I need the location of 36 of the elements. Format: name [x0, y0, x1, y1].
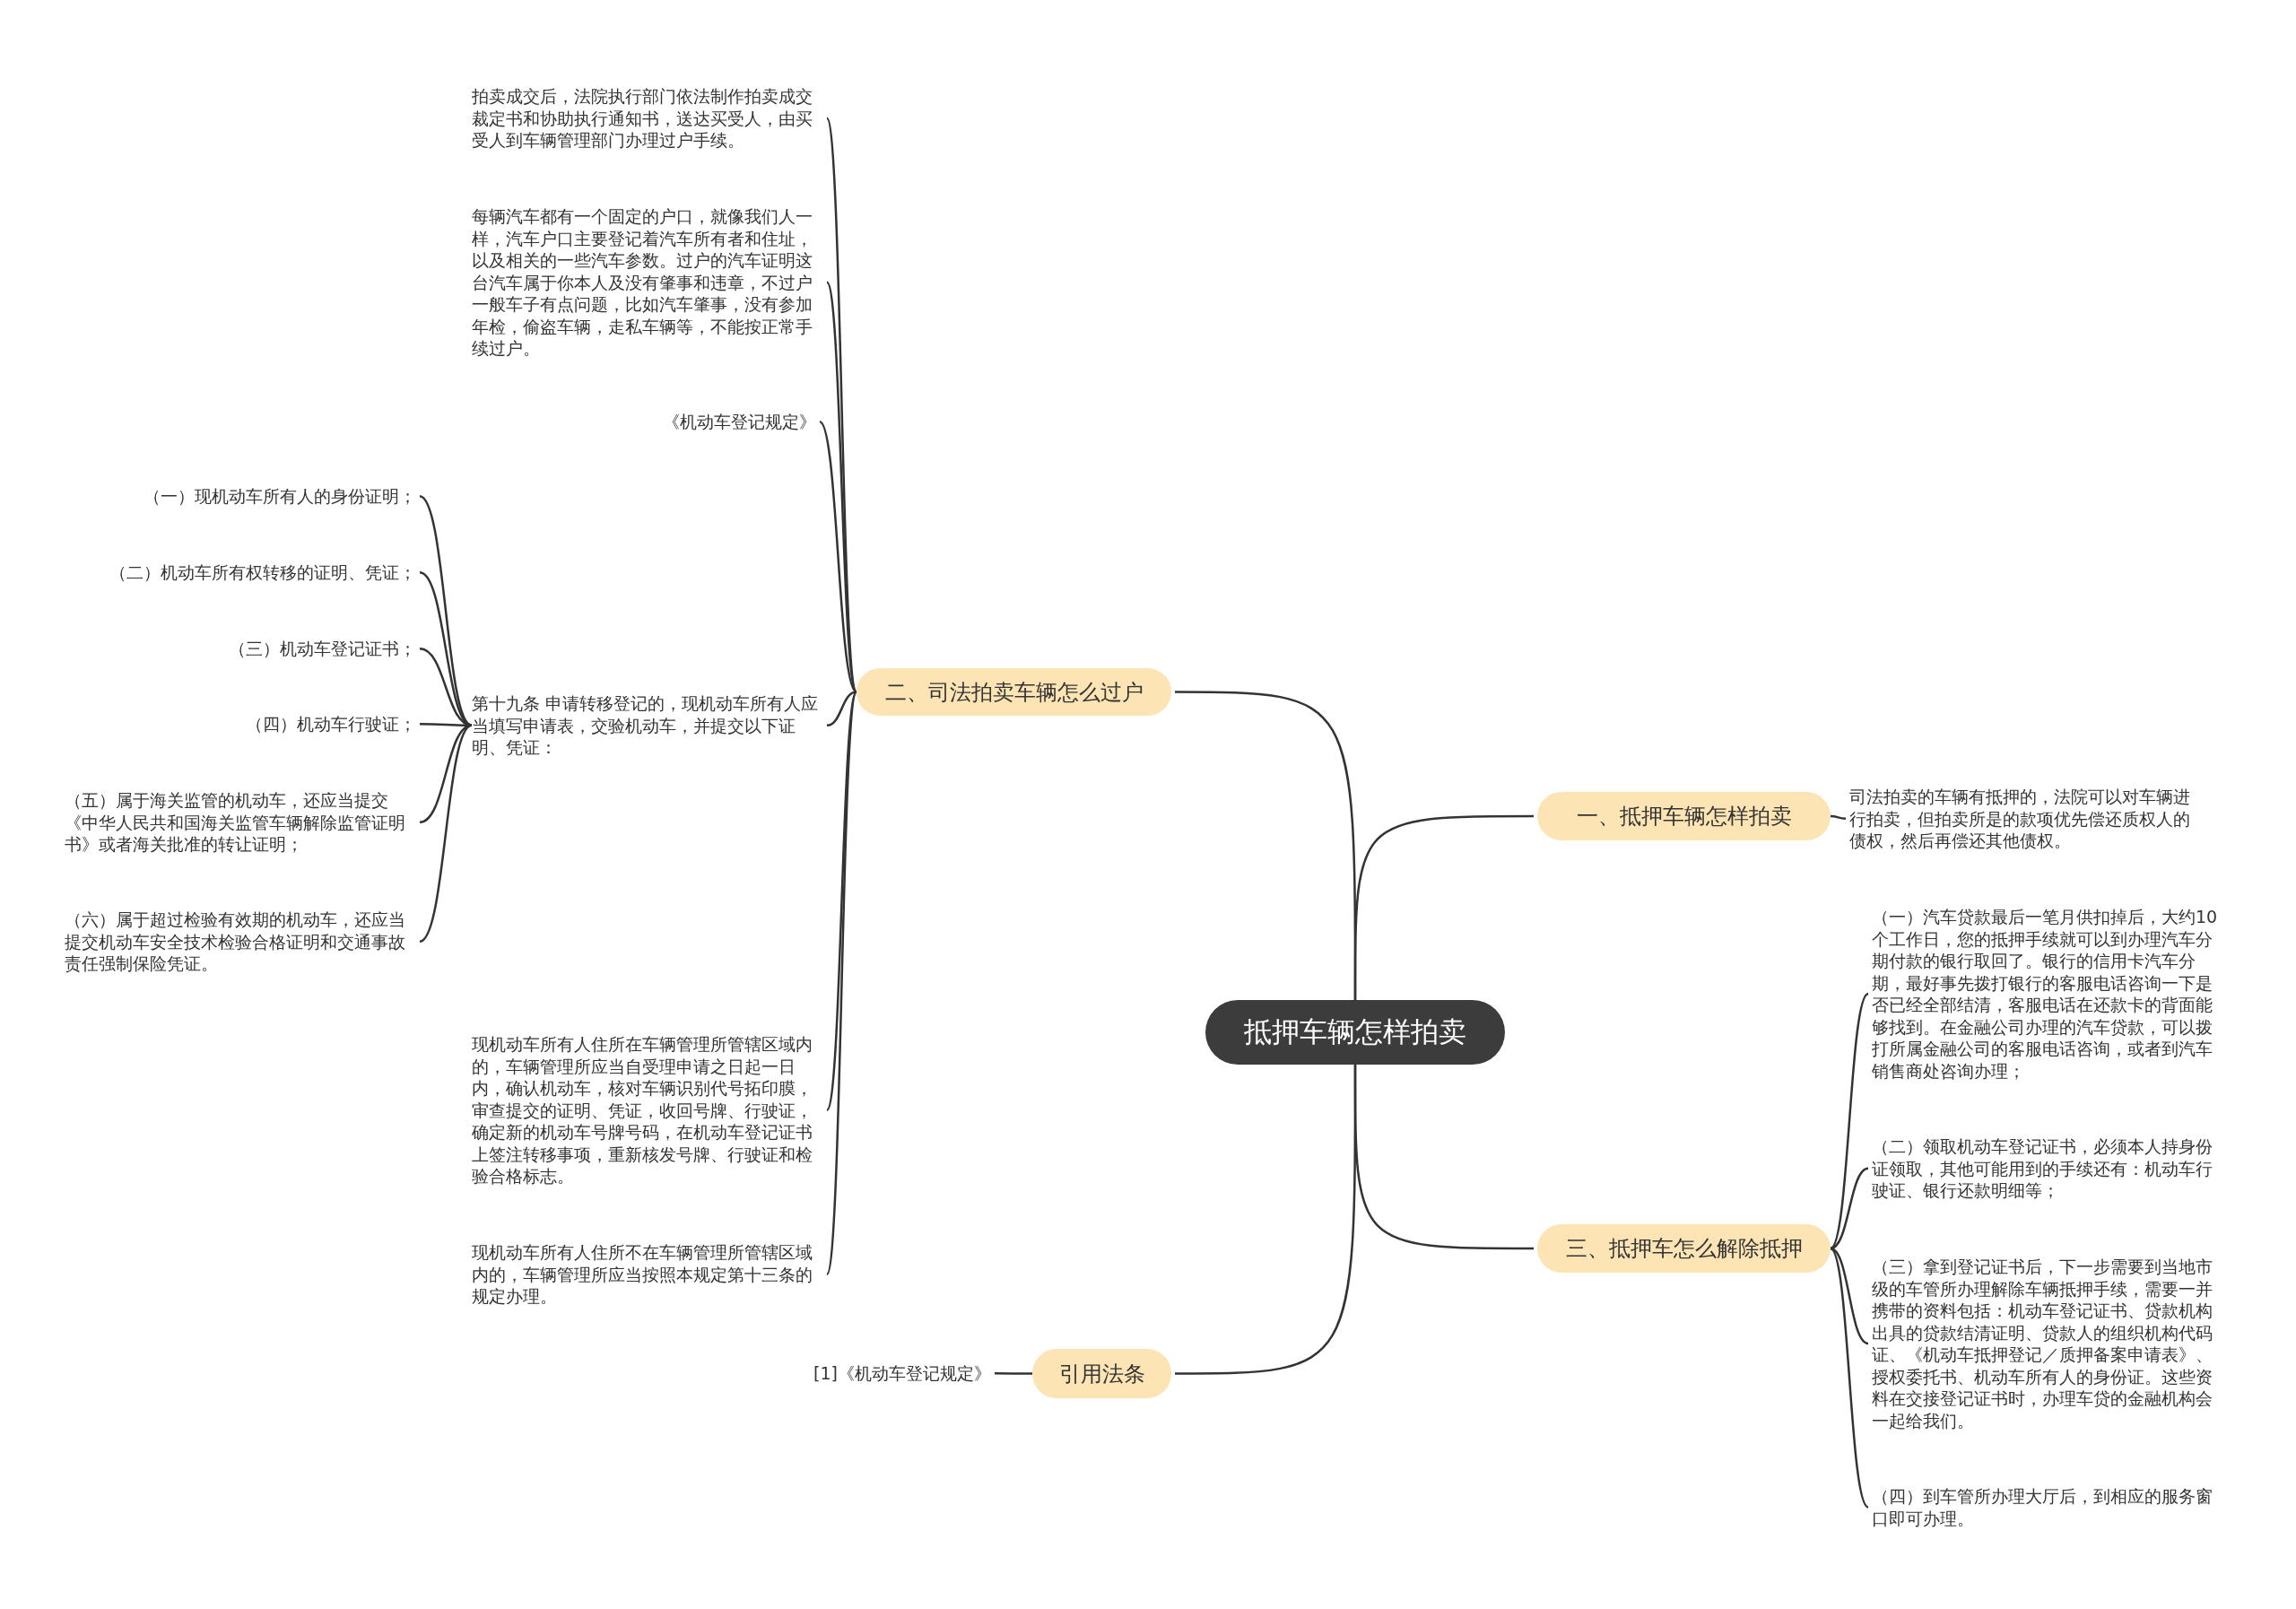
- topic-pill: 三、抵押车怎么解除抵押: [1537, 1224, 1831, 1273]
- note-text: 第十九条 申请转移登记的，现机动车所有人应当填写申请表，交验机动车，并提交以下证明、凭证：: [472, 692, 823, 759]
- note-text: （四）机动车行驶证；: [65, 713, 416, 735]
- note-text: [1]《机动车登记规定》: [789, 1362, 991, 1385]
- connector-line: [819, 421, 857, 693]
- note-text: 现机动车所有人住所不在车辆管理所管辖区域内的，车辆管理所应当按照本规定第十三条的规定办理。: [472, 1241, 823, 1308]
- note-text: （五）属于海关监管的机动车，还应当提交《中华人民共和国海关监管车辆解除监管证明书》或者海关批准的转让证明；: [65, 789, 416, 856]
- note-text: （三）拿到登记证书后，下一步需要到当地市级的车管所办理解除车辆抵押手续，需要一并携带的资料包括：机动车登记证书、贷款机构出具的贷款结清证明、贷款人的组织机构代码证、《机动车抵押登记／质押备案申请表》、授权委托书、机动车所有人的身份证。这些资料在交接登记证书时，办理车贷的金融机构会一起给我们。: [1872, 1256, 2223, 1431]
- central-topic: 抵押车辆怎样拍卖: [1205, 1000, 1505, 1065]
- connector-line: [1830, 1248, 1869, 1509]
- note-text: （六）属于超过检验有效期的机动车，还应当提交机动车安全技术检验合格证明和交通事故责任强制保险凭证。: [65, 909, 416, 975]
- connector-line: [825, 282, 858, 692]
- connector-line: [825, 691, 858, 1275]
- note-text: 《机动车登记规定》: [628, 411, 816, 433]
- connector-line: [1353, 814, 1534, 1000]
- connector-line: [995, 1372, 1032, 1375]
- connector-line: [826, 691, 857, 726]
- note-text: （三）机动车登记证书；: [65, 638, 416, 660]
- note-text: 拍卖成交后，法院执行部门依法制作拍卖成交裁定书和协助执行通知书，送达买受人，由买受人到车辆管理部门办理过户手续。: [472, 85, 823, 152]
- note-text: 司法拍卖的车辆有抵押的，法院可以对车辆进行拍卖，但拍卖所是的款项优先偿还质权人的债权，然后再偿还其他债权。: [1849, 786, 2201, 852]
- connector-line: [1830, 1247, 1869, 1345]
- connector-line: [419, 724, 473, 943]
- note-text: （一）汽车贷款最后一笔月供扣掉后，大约10个工作日，您的抵押手续就可以到办理汽车分期付款的银行取回了。银行的信用卡汽车分期，最好事先拨打银行的客服电话咨询一下是否已经全部结清，客服电话在还款卡的背面能够找到。在金融公司办理的汽车贷款，可以拨打所属金融公司的客服电话咨询，或者到汽车销售商处咨询办理；: [1872, 906, 2223, 1082]
- note-text: （二）机动车所有权转移的证明、凭证；: [65, 561, 416, 584]
- note-text: （四）到车管所办理大厅后，到相应的服务窗口即可办理。: [1872, 1485, 2223, 1529]
- note-text: 现机动车所有人住所在车辆管理所管辖区域内的，车辆管理所应当自受理申请之日起一日内，确认机动车，核对车辆识别代号拓印膜，审查提交的证明、凭证，收回号牌、行驶证，确定新的机动车号牌号码，在机动车登记证书上签注转移事项，重新核发号牌、行驶证和检验合格标志。: [472, 1033, 823, 1187]
- topic-pill: 二、司法拍卖车辆怎么过户: [857, 668, 1171, 716]
- note-text: （一）现机动车所有人的身份证明；: [65, 485, 416, 508]
- note-text: 每辆汽车都有一个固定的户口，就像我们人一样，汽车户口主要登记着汽车所有者和住址，以及相关的一些汽车参数。过户的汽车证明这台汽车属于你本人及没有肇事和违章，不过户一般车子有点问题，比如汽车肇事，没有参加年检，偷盗车辆，走私车辆等，不能按正常手续过户。: [472, 205, 823, 360]
- connector-line: [1830, 814, 1847, 820]
- topic-pill: 引用法条: [1032, 1349, 1171, 1398]
- connector-line: [1830, 1167, 1869, 1250]
- connector-line: [1353, 1065, 1534, 1250]
- connector-line: [1830, 993, 1869, 1249]
- note-text: （二）领取机动车登记证书，必须本人持身份证领取，其他可能用到的手续还有：机动车行驶证、银行还款明细等；: [1872, 1135, 2223, 1202]
- topic-pill: 一、抵押车辆怎样拍卖: [1537, 792, 1831, 840]
